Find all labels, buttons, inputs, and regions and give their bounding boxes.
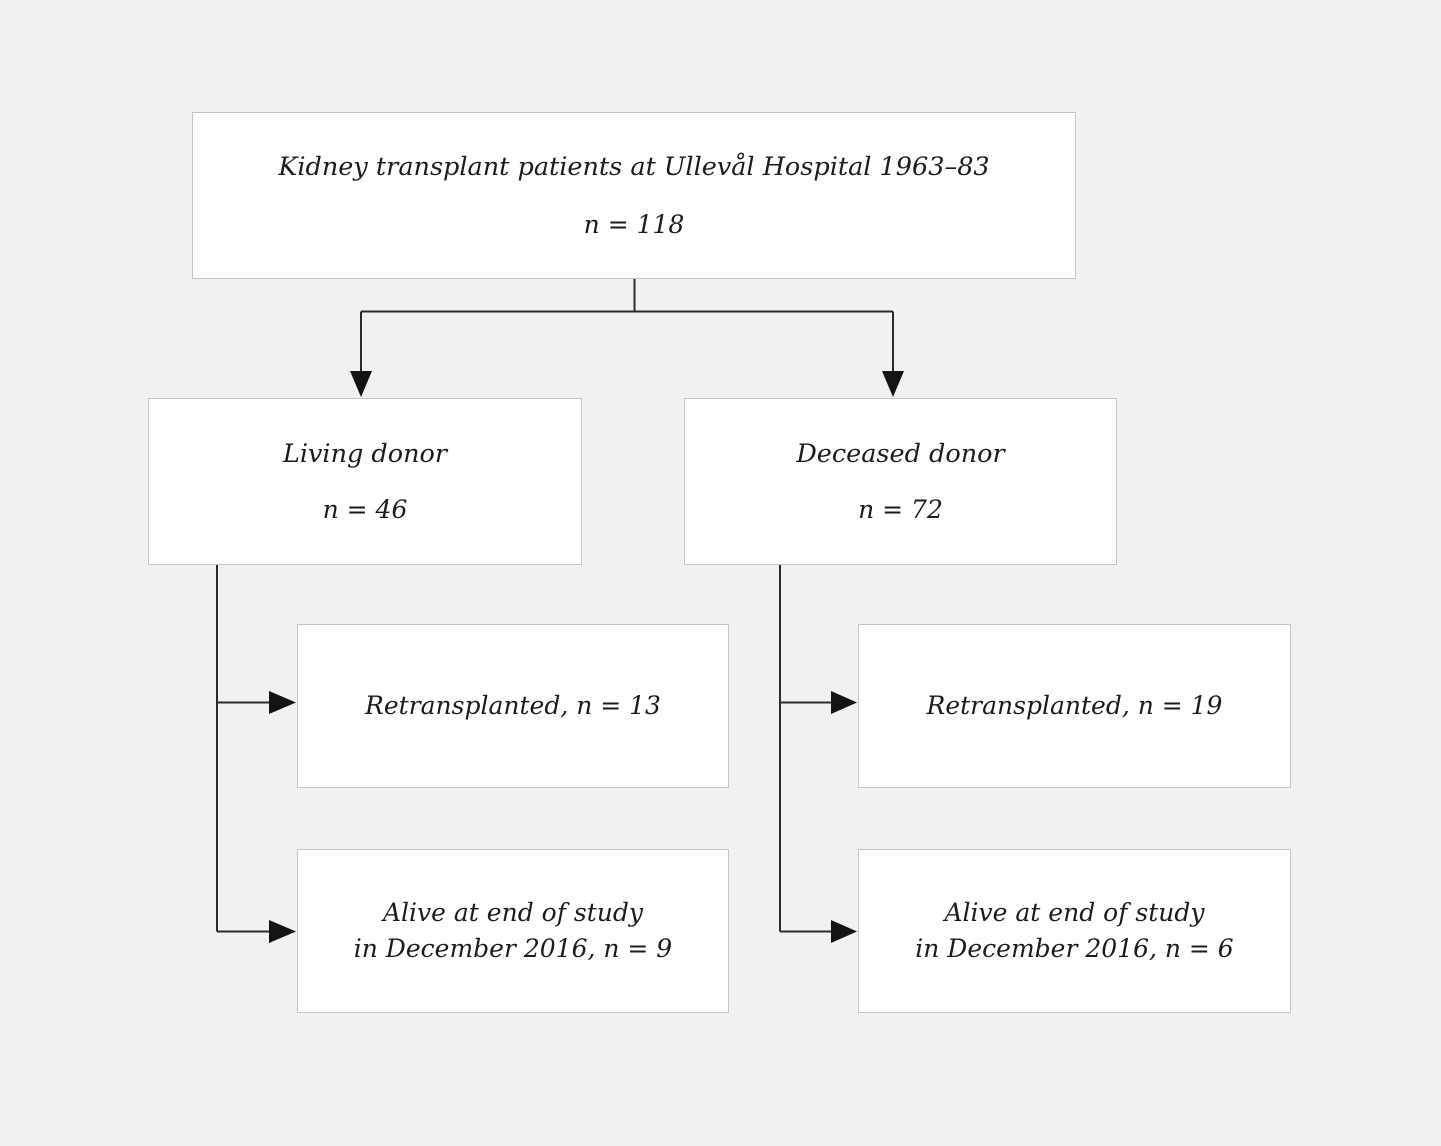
node-root-cohort: Kidney transplant patients at Ullevål Ho… [192,112,1076,279]
node-alive-living-line1: Alive at end of study [382,897,643,927]
node-living-donor-count: n = 46 [322,494,408,524]
node-deceased-donor: Deceased donor n = 72 [684,398,1117,565]
node-root-count: n = 118 [583,209,685,239]
node-alive-deceased-line1: Alive at end of study [944,897,1205,927]
node-retransplanted-living: Retransplanted, n = 13 [297,624,729,788]
node-root-title: Kidney transplant patients at Ullevål Ho… [278,151,990,182]
node-retransplanted-deceased-label: Retransplanted, n = 19 [926,690,1223,720]
node-retransplanted-living-label: Retransplanted, n = 13 [365,690,661,720]
node-alive-deceased: Alive at end of study in December 2016, … [858,849,1291,1013]
node-alive-living-line2: in December 2016, n = 9 [353,934,673,963]
node-alive-deceased-line2: in December 2016, n = 6 [915,934,1234,963]
node-alive-living: Alive at end of study in December 2016, … [297,849,729,1013]
node-living-donor-title: Living donor [282,438,448,469]
arrowhead-to-living-donor [350,371,372,397]
arrowhead-living-retransplanted [269,691,296,714]
arrowhead-deceased-alive [831,920,857,943]
node-retransplanted-deceased: Retransplanted, n = 19 [858,624,1291,788]
node-deceased-donor-title: Deceased donor [796,438,1005,469]
node-deceased-donor-count: n = 72 [858,494,943,524]
arrowhead-deceased-retransplanted [831,691,857,714]
arrowhead-living-alive [269,920,296,943]
node-living-donor: Living donor n = 46 [148,398,582,565]
arrowhead-to-deceased-donor [882,371,904,397]
